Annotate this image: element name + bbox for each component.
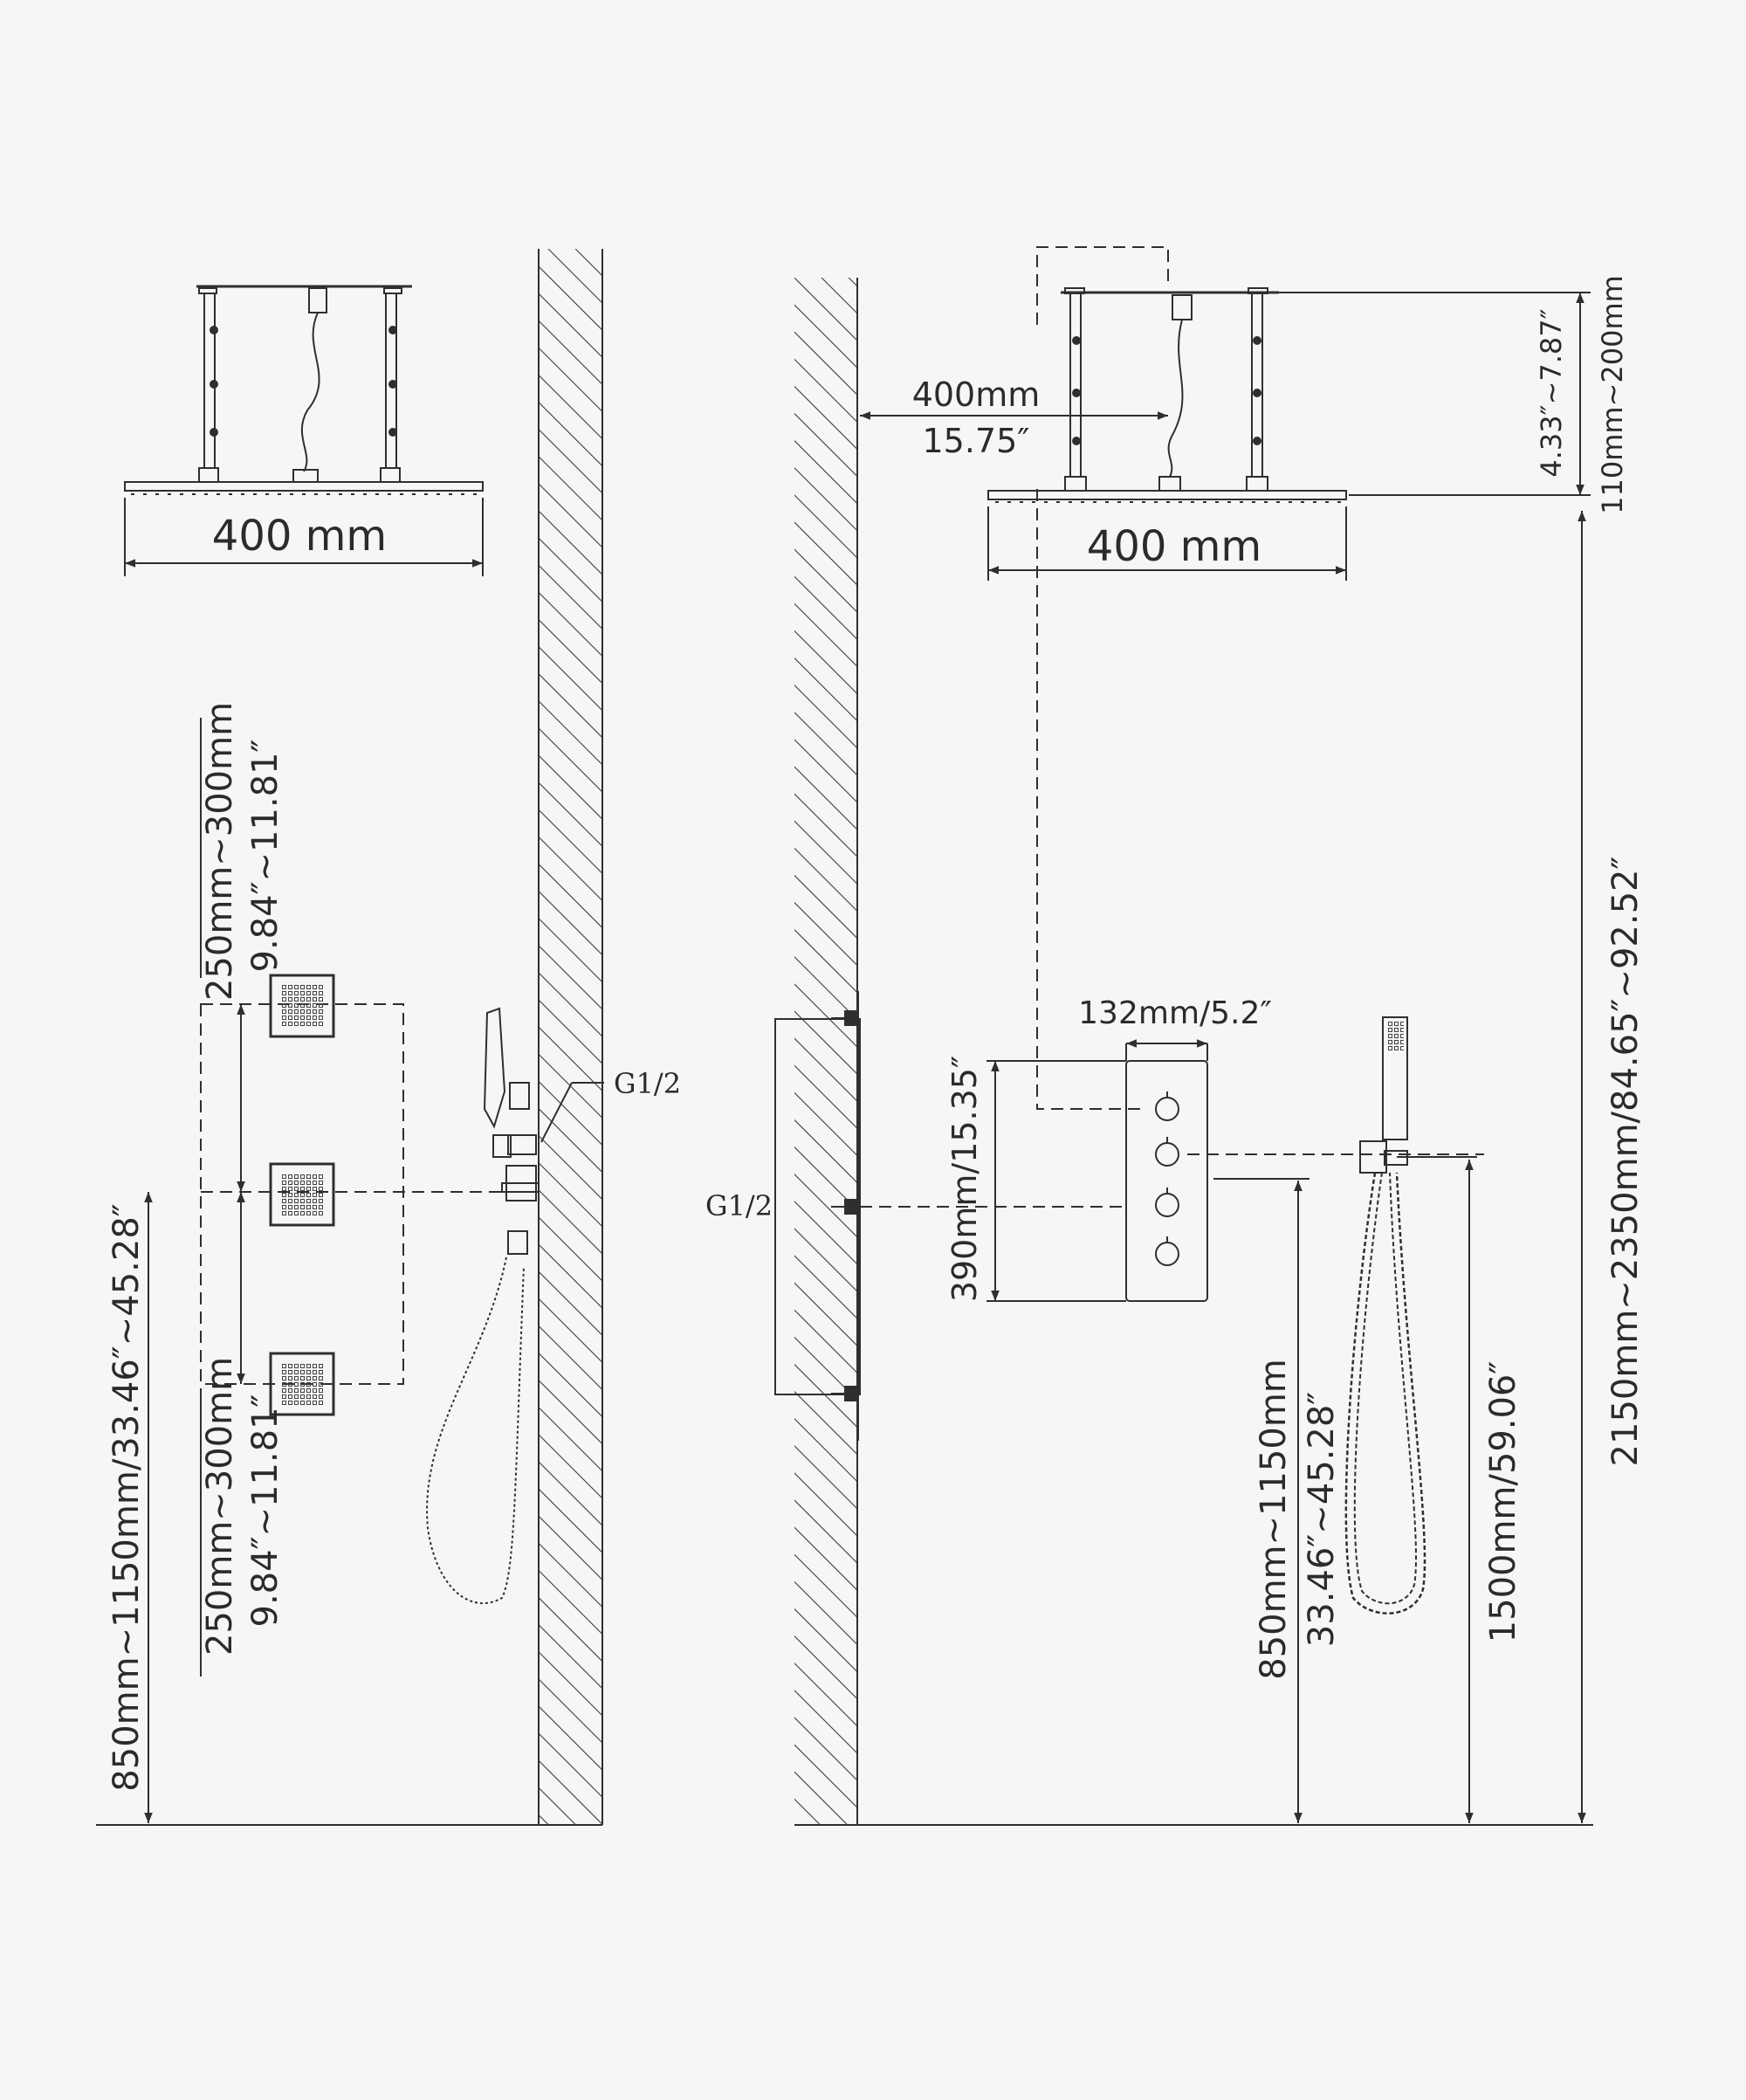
right-view xyxy=(774,246,1593,1826)
left-rain-width-label: 400 mm xyxy=(212,512,387,561)
outlet-height-dimension xyxy=(1222,1178,1310,1823)
arm-length-mm-label: 400mm xyxy=(912,375,1041,414)
body-jet-middle xyxy=(269,1162,335,1227)
left-thread-label: G1/2 xyxy=(614,1067,681,1100)
left-valve-height-label: 850mm~1150mm/33.46″~45.28″ xyxy=(107,1203,147,1791)
right-rain-shower xyxy=(987,287,1347,503)
outlet-height-mm-label: 850mm~1150mm xyxy=(1254,1359,1294,1680)
panel-width-label: 132mm/5.2″ xyxy=(1078,995,1272,1031)
body-jet-top xyxy=(269,974,335,1038)
right-thread-label: G1/2 xyxy=(705,1189,773,1222)
left-view xyxy=(96,249,604,1826)
holder-height-dimension xyxy=(1397,1156,1477,1823)
right-rain-width-label: 400 mm xyxy=(1087,522,1261,571)
panel-knob-2 xyxy=(1155,1137,1179,1167)
body-jets xyxy=(200,718,524,1677)
left-spacing-top-in-label: 9.84″~11.81″ xyxy=(245,740,285,973)
left-mixer-and-handheld xyxy=(426,1007,604,1604)
panel-knob-4 xyxy=(1155,1236,1179,1266)
left-spacing-bottom-in-label: 9.84″~11.81″ xyxy=(245,1394,285,1628)
hand-shower-and-hose xyxy=(1344,1016,1426,1615)
ceiling-drop-dimension xyxy=(1275,292,1591,496)
left-wall xyxy=(539,249,602,1825)
holder-height-label: 1500mm/59.06″ xyxy=(1483,1361,1523,1643)
panel-knob-3 xyxy=(1155,1188,1179,1217)
panel-knob-1 xyxy=(1155,1091,1179,1121)
arm-length-in-label: 15.75″ xyxy=(923,422,1030,460)
left-width-dimension xyxy=(124,498,484,576)
right-labels: 400mm 15.75″ 400 mm 4.33″~7.87″ 110mm~20… xyxy=(705,275,1646,1680)
ceiling-drop-in-label: 4.33″~7.87″ xyxy=(1535,308,1568,477)
left-labels: 400 mm 250mm~300mm 9.84″~11.81″ 250mm~30… xyxy=(107,512,681,1792)
body-jet-bottom xyxy=(269,1352,335,1416)
outlet-height-in-label: 33.46″~45.28″ xyxy=(1302,1392,1342,1647)
left-rain-shower xyxy=(124,285,484,495)
total-height-label: 2150mm~2350mm/84.65″~92.52″ xyxy=(1605,857,1646,1467)
right-wall xyxy=(794,278,857,1825)
right-width-dimension xyxy=(987,506,1347,581)
left-spacing-bottom-mm-label: 250mm~300mm xyxy=(200,1357,240,1656)
ceiling-drop-mm-label: 110mm~200mm xyxy=(1596,275,1629,514)
left-spacing-top-mm-label: 250mm~300mm xyxy=(200,702,240,1001)
panel-height-label: 390mm/15.35″ xyxy=(945,1056,984,1302)
